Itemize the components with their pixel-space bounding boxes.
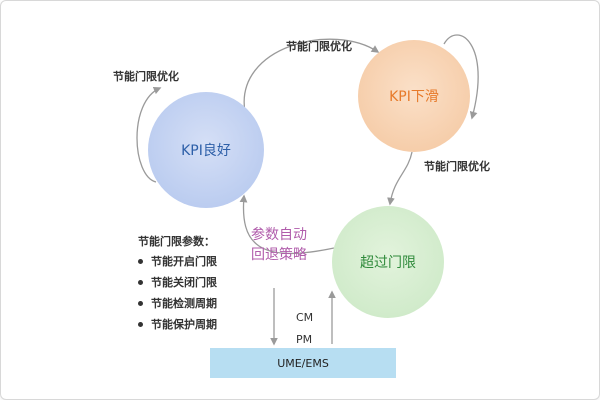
node-kpi-good-label: KPI良好 <box>181 143 231 159</box>
arrow-kpi-down-to-over <box>387 151 413 206</box>
bullet-icon <box>138 300 143 306</box>
cm-label: CM <box>296 311 314 324</box>
node-kpi-down-label: KPI下滑 <box>389 89 439 105</box>
ume-ems-bar: UME/EMS <box>210 348 396 378</box>
bullet-icon <box>138 279 143 285</box>
arrow-kpi-good-to-kpi-down <box>243 38 380 113</box>
params-title: 节能门限参数： <box>138 235 215 248</box>
rollback-line-2: 回退策略 <box>251 247 307 263</box>
ume-ems-label: UME/EMS <box>277 356 329 370</box>
rollback-line-1: 参数自动 <box>251 227 307 243</box>
param-item: 节能开启门限 <box>138 253 217 269</box>
edge-label-right: 节能门限优化 <box>424 160 490 173</box>
param-item-label: 节能关闭门限 <box>151 276 217 289</box>
node-kpi-down: KPI下滑 <box>358 40 470 152</box>
param-item-label: 节能保护周期 <box>151 318 217 331</box>
rollback-strategy-label: 参数自动 回退策略 <box>247 225 311 265</box>
param-item: 节能保护周期 <box>138 316 217 332</box>
edge-label-top: 节能门限优化 <box>286 40 352 53</box>
param-item-label: 节能开启门限 <box>151 255 217 268</box>
param-item-label: 节能检测周期 <box>151 297 217 310</box>
param-item: 节能检测周期 <box>138 295 217 311</box>
param-item: 节能关闭门限 <box>138 274 217 290</box>
loop-kpi-good <box>136 86 162 183</box>
node-over-threshold-label: 超过门限 <box>360 255 416 271</box>
node-kpi-good: KPI良好 <box>148 92 264 208</box>
loop-kpi-down <box>443 34 479 120</box>
edge-label-left-loop: 节能门限优化 <box>113 70 179 83</box>
bullet-icon <box>138 258 143 264</box>
arrow-over-to-kpi-good <box>239 194 335 255</box>
pm-label: PM <box>296 333 313 346</box>
bullet-icon <box>138 321 143 327</box>
node-over-threshold: 超过门限 <box>332 206 444 318</box>
